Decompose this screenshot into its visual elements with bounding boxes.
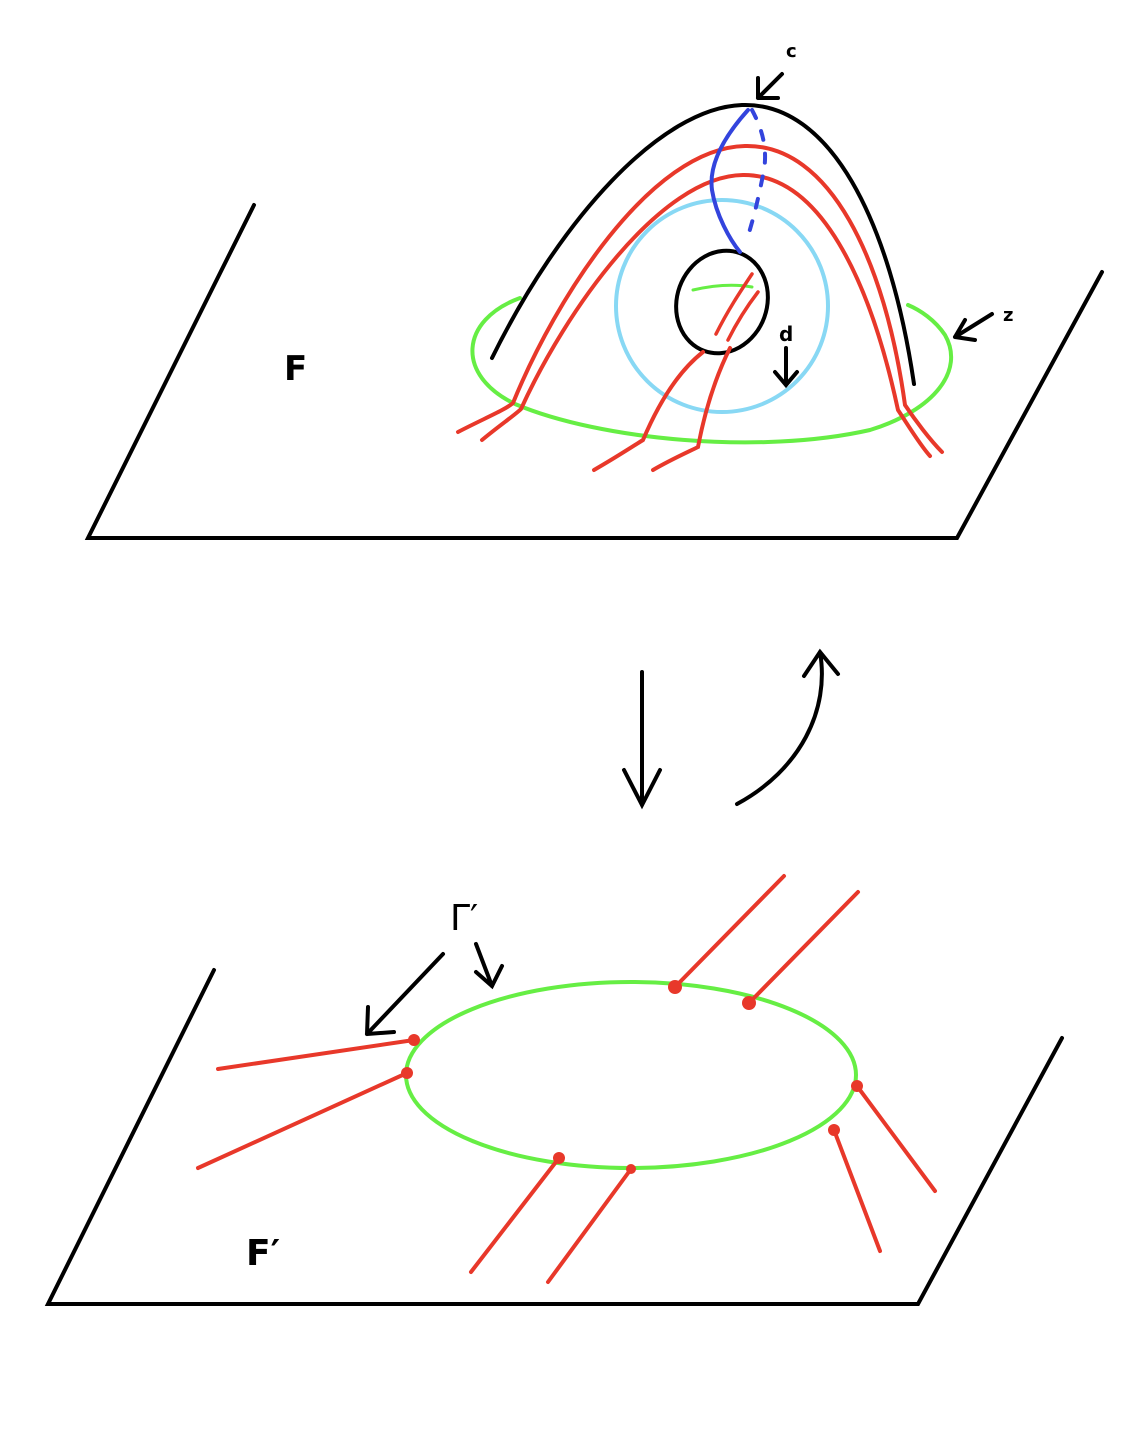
red-dot [851,1080,863,1092]
label-d: d [779,322,793,346]
red-dot [401,1067,413,1079]
hole-circle [674,248,770,356]
green-curve-inner-arc [691,283,754,292]
red-dot [668,980,682,994]
red-endpoints [401,980,863,1174]
red-dot [828,1124,840,1136]
arrow-z [953,312,994,342]
blue-curve-c-solid [709,108,750,254]
red-strand-3 [673,874,786,989]
green-circle-bottom [404,980,858,1170]
red-strand-hole-b [726,290,760,342]
red-strand-inner [480,172,932,458]
red-strand-1 [216,1038,416,1071]
arrow-d [773,346,799,389]
red-strand-lower-a [592,350,705,472]
red-strand-5 [855,1084,937,1193]
red-strand-hole-a [714,272,754,336]
red-strand-2 [196,1071,409,1170]
label-z: z [1003,305,1013,326]
red-dot [742,996,756,1010]
arrow-c [756,72,784,100]
gamma-arrow-long [365,952,445,1036]
transition-arrows [622,648,840,810]
red-strand-6 [832,1128,882,1253]
red-strand-8 [546,1167,633,1284]
red-dot [626,1164,636,1174]
red-strand-4 [747,890,860,1005]
top-panel [84,72,1104,540]
label-F-prime: F′ [246,1233,280,1274]
light-blue-circle [614,198,830,414]
green-curve-z-front [470,296,954,445]
label-c: c [786,41,797,62]
label-F: F [284,349,307,389]
red-strand-lower-b [651,346,732,472]
down-arrow [622,670,662,810]
bottom-panel [44,874,1064,1306]
red-strand-outer [456,143,944,454]
blue-curve-c-dashed [746,108,767,238]
red-dot [408,1034,420,1046]
handle-outline [490,102,916,386]
plane-F [84,203,1104,540]
curved-up-arrow [735,648,840,806]
label-gamma-prime: Γ′ [450,898,478,939]
red-strand-7 [469,1156,561,1274]
red-dot [553,1152,565,1164]
gamma-arrow-short [474,942,504,990]
plane-F-prime [44,968,1064,1306]
